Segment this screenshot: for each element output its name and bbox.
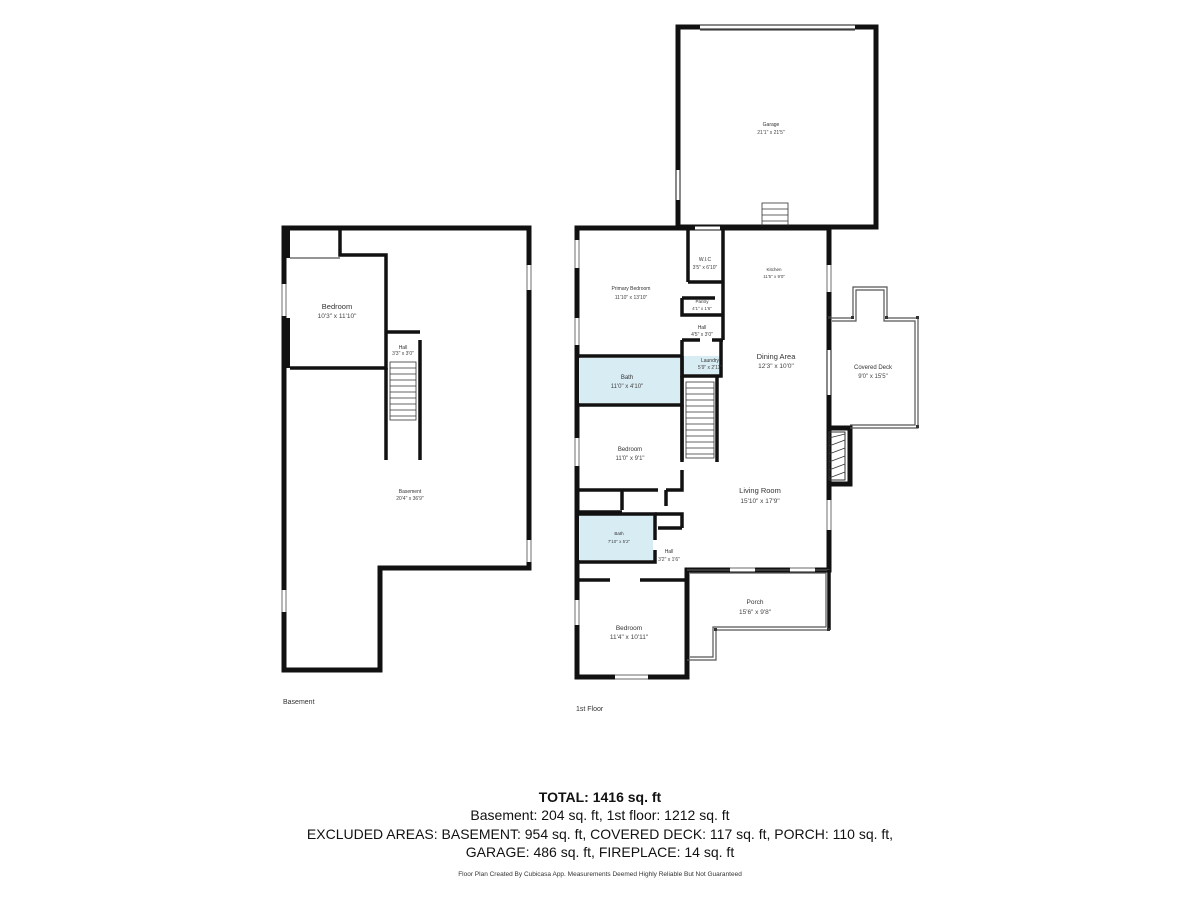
room-name: Bedroom — [616, 625, 642, 632]
room-name: Living Room — [739, 486, 781, 495]
total-area: TOTAL: 1416 sq. ft — [538, 789, 662, 805]
bath-upper-fill — [579, 358, 680, 403]
fireplace — [826, 425, 853, 487]
room-dims: 4'5" x 3'0" — [691, 332, 713, 338]
room-dims: 21'1" x 21'5" — [757, 130, 785, 136]
room-name: Hall — [399, 345, 408, 351]
first-floor-windows — [574, 226, 832, 680]
laundry-fill — [683, 356, 721, 374]
room-dims: 3'2" x 1'6" — [658, 557, 680, 563]
room-name: Primary Bedroom — [612, 286, 651, 292]
room-dims: 3'3" x 3'0" — [392, 351, 414, 357]
disclaimer: Floor Plan Created By Cubicasa App. Meas… — [458, 870, 742, 878]
covered-deck — [828, 286, 919, 429]
area-summary: TOTAL: 1416 sq. ft Basement: 204 sq. ft,… — [0, 788, 1200, 880]
room-dims: 4'1" x 1'6" — [692, 306, 712, 311]
room-name: W.I.C — [699, 257, 712, 263]
pantry-wall — [680, 298, 723, 317]
room-name: Hall — [665, 549, 674, 555]
room-name: Kitchen — [766, 267, 782, 272]
floor-label-basement: Basement — [283, 699, 315, 706]
room-dims: 11'0" x 9'1" — [615, 456, 644, 462]
basement-bedroom-wall — [290, 228, 388, 370]
room-name: Bath — [614, 531, 624, 536]
room-name: Bath — [621, 375, 633, 381]
room-name: Covered Deck — [854, 365, 893, 371]
floor-plan: Bedroom 10'3" x 11'10" Hall 3'3" x 3'0" … — [281, 24, 919, 713]
room-dims: 15'6" x 9'8" — [739, 609, 772, 616]
basement-outer-wall — [281, 225, 532, 673]
room-dims: 11'10" x 13'10" — [615, 295, 648, 301]
room-dims: 11'4" x 10'11" — [610, 634, 649, 641]
room-dims: 10'3" x 11'10" — [318, 313, 357, 320]
excluded-areas: EXCLUDED AREAS: BASEMENT: 954 sq. ft, CO… — [306, 825, 894, 842]
room-dims: 9'0" x 15'5" — [858, 374, 888, 380]
basement-wall-block — [282, 318, 290, 368]
room-name: Hall — [698, 325, 707, 331]
room-name: Garage — [763, 122, 780, 128]
room-name: Pantry — [695, 299, 709, 304]
room-dims: 20'4" x 36'9" — [396, 496, 424, 502]
room-dims: 7'10" x 5'2" — [608, 539, 631, 544]
first-floor: Garage 21'1" x 21'5" Primary Bedroom 11'… — [574, 24, 919, 713]
room-name: Laundry — [701, 358, 720, 364]
basement-wall-block — [282, 228, 290, 258]
garage-steps — [761, 202, 789, 228]
floor-areas: Basement: 204 sq. ft, 1st floor: 1212 sq… — [470, 807, 730, 823]
excluded-areas-cont: GARAGE: 486 sq. ft, FIREPLACE: 14 sq. ft — [465, 844, 735, 860]
room-dims: 11'0" x 4'10" — [611, 384, 643, 390]
first-floor-stairs — [680, 376, 719, 462]
floor-label-first: 1st Floor — [576, 706, 604, 713]
room-name: Porch — [747, 599, 764, 606]
basement-stairs — [389, 361, 417, 421]
room-dims: 12'3" x 10'0" — [758, 363, 794, 370]
room-name: Dining Area — [757, 352, 797, 361]
bath-lower-fill — [579, 514, 653, 560]
room-name: Bedroom — [322, 302, 352, 311]
room-name: Bedroom — [618, 447, 642, 453]
room-name: Basement — [399, 489, 422, 495]
room-dims: 15'10" x 17'9" — [740, 498, 780, 505]
room-dims: 5'9" x 2'11" — [698, 365, 722, 371]
room-dims: 3'5" x 6'10" — [693, 265, 718, 271]
basement-floor: Bedroom 10'3" x 11'10" Hall 3'3" x 3'0" … — [281, 225, 532, 706]
room-dims: 11'5" x 9'0" — [763, 274, 785, 279]
